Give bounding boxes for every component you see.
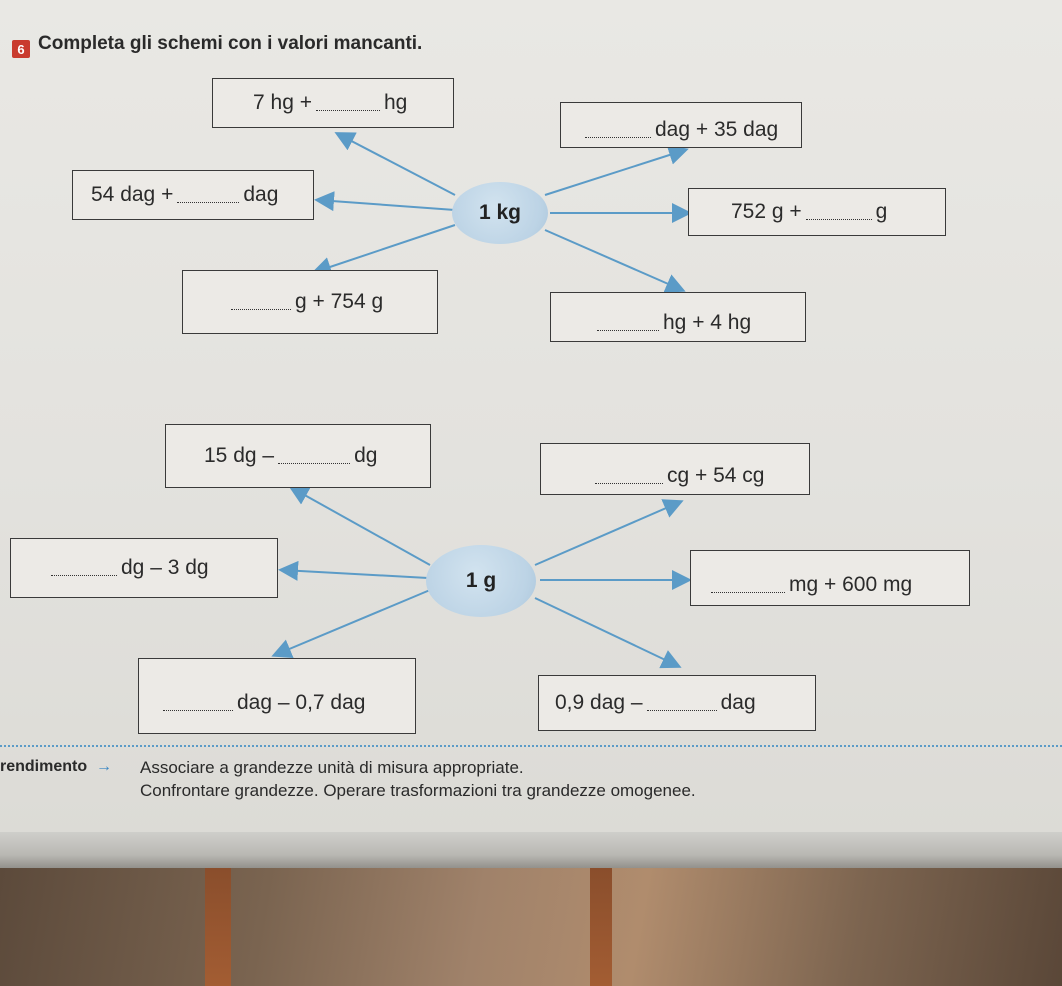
blank-field[interactable] <box>278 462 351 464</box>
objective-line-2: Confrontare grandezze. Operare trasforma… <box>140 781 696 800</box>
center-1g: 1 g <box>426 545 536 617</box>
box-text-before: 15 dg – <box>204 444 275 467</box>
wooden-table <box>0 868 1062 986</box>
box-text-after: dag <box>720 691 756 714</box>
arrow-to-top-left <box>334 132 456 196</box>
wood-grain <box>205 868 231 986</box>
blank-field[interactable] <box>711 591 785 593</box>
box-text-after: dag – 0,7 dag <box>237 691 366 714</box>
box-4hg: hg + 4 hg <box>550 292 806 342</box>
blank-field[interactable] <box>595 482 663 484</box>
arrow-to-bottom-left <box>271 589 431 659</box>
wood-grain <box>590 868 612 986</box>
box-text-after: dg – 3 dg <box>121 556 209 579</box>
box-0-7dag: dag – 0,7 dag <box>138 658 416 734</box>
blank-field[interactable] <box>163 709 233 711</box>
page-edge <box>0 832 1062 870</box>
center-1kg: 1 kg <box>452 182 548 244</box>
box-text-after: hg + 4 hg <box>663 311 752 334</box>
blank-field[interactable] <box>51 574 117 576</box>
box-text-after: mg + 600 mg <box>789 573 913 596</box>
arrow-to-bottom-right <box>534 597 682 669</box>
box-text-after: g + 754 g <box>295 290 384 313</box>
box-754g: g + 754 g <box>182 270 438 334</box>
arrow-to-top-left <box>288 486 431 566</box>
arrow-right-icon: → <box>96 758 112 775</box>
exercise-number: 6 <box>12 40 30 58</box>
objective-line-1: Associare a grandezze unità di misura ap… <box>140 758 524 777</box>
box-text-after: cg + 54 cg <box>667 464 765 487</box>
box-15dg: 15 dg – dg <box>165 424 431 488</box>
box-54cg: cg + 54 cg <box>540 443 810 495</box>
box-7hg: 7 hg + hg <box>212 78 454 128</box>
blank-field[interactable] <box>231 308 291 310</box>
box-text-before: 0,9 dag – <box>555 691 643 714</box>
box-text-before: 752 g + <box>731 200 802 223</box>
arrow-to-bottom-right <box>544 229 686 293</box>
box-text-after: dag <box>243 183 279 206</box>
arrow-to-bottom-left <box>311 224 456 277</box>
box-35dag: dag + 35 dag <box>560 102 802 148</box>
blank-field[interactable] <box>805 218 872 220</box>
blank-field[interactable] <box>597 329 659 331</box>
box-0-9dag: 0,9 dag – dag <box>538 675 816 731</box>
arrow-to-top-right <box>544 145 689 196</box>
blank-field[interactable] <box>177 201 240 203</box>
blank-field[interactable] <box>315 109 380 111</box>
blank-field[interactable] <box>646 709 717 711</box>
box-600mg: mg + 600 mg <box>690 550 970 606</box>
box-text-after: dg <box>354 444 378 467</box>
arrow-to-mid-left <box>278 560 429 581</box>
exercise-title: Completa gli schemi con i valori mancant… <box>38 33 423 54</box>
objective-label: rendimento <box>0 758 88 775</box>
box-text-after: dag + 35 dag <box>655 118 779 141</box>
box-54dag: 54 dag + dag <box>72 170 314 220</box>
box-text-after: g <box>875 200 888 223</box>
box-752g: 752 g + g <box>688 188 946 236</box>
arrow-to-top-right <box>534 499 684 566</box>
dotted-separator <box>0 745 1062 747</box>
box-text-before: 7 hg + <box>253 91 312 114</box>
box-text-after: hg <box>383 91 408 114</box>
box-3dg: dg – 3 dg <box>10 538 278 598</box>
box-text-before: 54 dag + <box>91 183 174 206</box>
arrow-to-mid-left <box>314 191 456 212</box>
blank-field[interactable] <box>585 136 651 138</box>
